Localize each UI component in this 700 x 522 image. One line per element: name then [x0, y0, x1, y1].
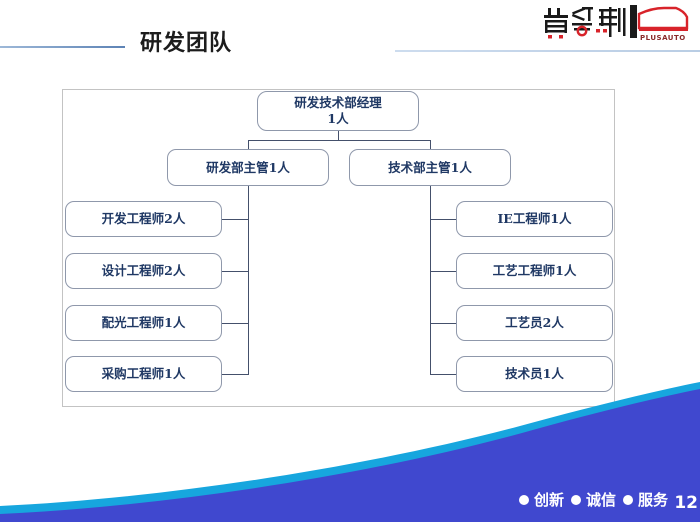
tagline-label-service: 服务 — [637, 491, 668, 509]
node-left-4-label: 采购工程师1人 — [101, 366, 186, 382]
connector-supervisor-bus — [248, 140, 430, 141]
node-left-4[interactable]: 采购工程师1人 — [65, 356, 222, 392]
connector-left-rung-1 — [222, 219, 249, 220]
connector-manager-stem — [338, 131, 339, 140]
svg-text:PLUSAUTO: PLUSAUTO — [640, 34, 686, 42]
wave-deep-blue — [0, 384, 700, 522]
connector-left-spine — [248, 186, 249, 374]
connector-right-rung-3 — [430, 323, 457, 324]
node-manager[interactable]: 研发技术部经理 1人 — [257, 91, 419, 131]
node-supervisor-rd[interactable]: 研发部主管1人 — [167, 149, 329, 186]
org-chart-frame: 研发技术部经理 1人 研发部主管1人 技术部主管1人 开发工程师2人 设计工程师… — [62, 89, 615, 407]
slide-header: 研发团队 — [0, 0, 700, 78]
bullet-dot-icon — [518, 494, 529, 505]
node-left-1-label: 开发工程师2人 — [101, 211, 186, 227]
tagline-label-innovation: 创新 — [533, 491, 564, 509]
header-rule-left — [0, 46, 125, 48]
node-right-3-label: 工艺员2人 — [505, 315, 564, 331]
node-right-1-label: IE工程师1人 — [497, 211, 572, 227]
tagline-item-integrity: 诚信 — [570, 489, 616, 510]
footer-tagline: 创新 诚信 服务 — [518, 489, 668, 510]
node-right-4-label: 技术员1人 — [505, 366, 564, 382]
company-logo: PLUSAUTO — [544, 2, 694, 44]
node-supervisor-rd-label: 研发部主管1人 — [206, 159, 290, 175]
node-right-3[interactable]: 工艺员2人 — [456, 305, 613, 341]
node-manager-label: 研发技术部经理 1人 — [294, 95, 382, 126]
connector-right-rung-1 — [430, 219, 457, 220]
node-left-2[interactable]: 设计工程师2人 — [65, 253, 222, 289]
connector-right-rung-2 — [430, 271, 457, 272]
page-title: 研发团队 — [140, 30, 233, 56]
tagline-label-integrity: 诚信 — [585, 491, 616, 509]
connector-left-rung-4 — [222, 374, 249, 375]
node-right-2[interactable]: 工艺工程师1人 — [456, 253, 613, 289]
node-left-1[interactable]: 开发工程师2人 — [65, 201, 222, 237]
connector-left-rung-2 — [222, 271, 249, 272]
node-left-2-label: 设计工程师2人 — [101, 263, 186, 279]
node-right-2-label: 工艺工程师1人 — [492, 263, 577, 279]
bullet-dot-icon — [570, 494, 581, 505]
connector-left-rung-3 — [222, 323, 249, 324]
connector-supervisor-right-drop — [430, 140, 431, 149]
connector-supervisor-left-drop — [248, 140, 249, 149]
tagline-item-service: 服务 — [622, 489, 668, 510]
node-right-4[interactable]: 技术员1人 — [456, 356, 613, 392]
node-supervisor-tech-label: 技术部主管1人 — [388, 159, 472, 175]
connector-right-spine — [430, 186, 431, 374]
footer-wave-decoration — [0, 382, 700, 522]
page-number: 12 — [674, 493, 698, 513]
node-supervisor-tech[interactable]: 技术部主管1人 — [349, 149, 511, 186]
puluosi-logo-icon: PLUSAUTO — [544, 5, 689, 42]
node-left-3[interactable]: 配光工程师1人 — [65, 305, 222, 341]
wave-svg — [0, 382, 700, 522]
node-right-1[interactable]: IE工程师1人 — [456, 201, 613, 237]
bullet-dot-icon — [622, 494, 633, 505]
node-left-3-label: 配光工程师1人 — [101, 315, 186, 331]
tagline-item-innovation: 创新 — [518, 489, 564, 510]
header-rule-right — [395, 50, 700, 52]
connector-right-rung-4 — [430, 374, 457, 375]
